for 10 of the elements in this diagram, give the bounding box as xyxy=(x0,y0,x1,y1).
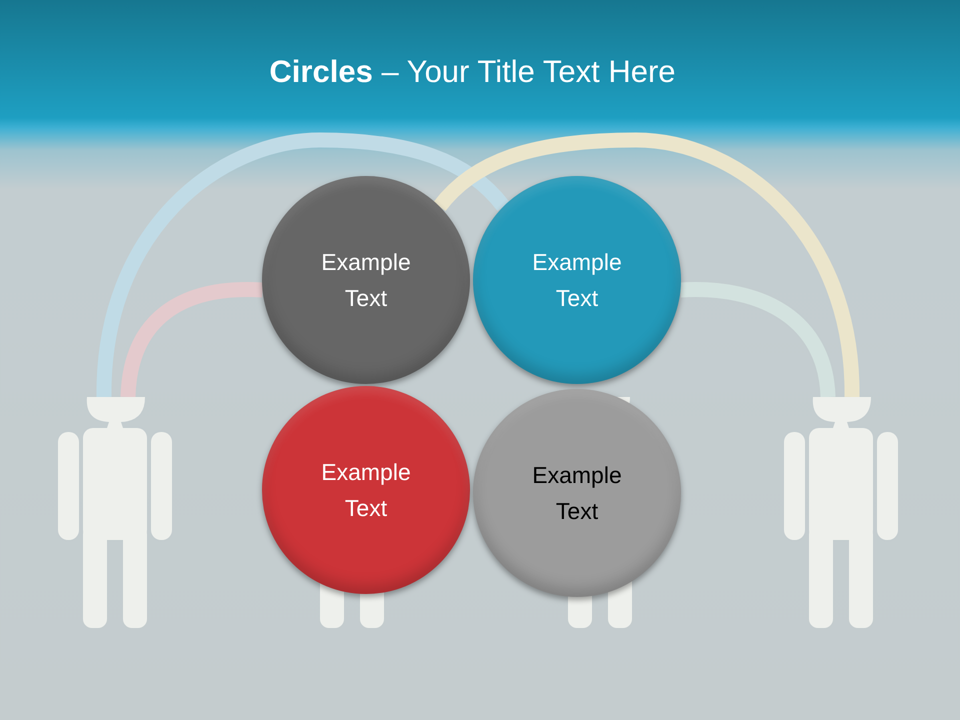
circle-label: Example Text xyxy=(320,248,412,313)
arc-connector xyxy=(120,282,263,398)
arc-connector xyxy=(434,132,860,398)
person-figure xyxy=(57,395,173,629)
slide-title: Circles – Your Title Text Here xyxy=(268,54,677,90)
circle-label: Example Text xyxy=(531,461,623,526)
circle-label: Example Text xyxy=(531,248,623,313)
circle-label: Example Text xyxy=(320,458,412,523)
arc-connector xyxy=(680,282,836,398)
person-figure xyxy=(783,395,899,629)
